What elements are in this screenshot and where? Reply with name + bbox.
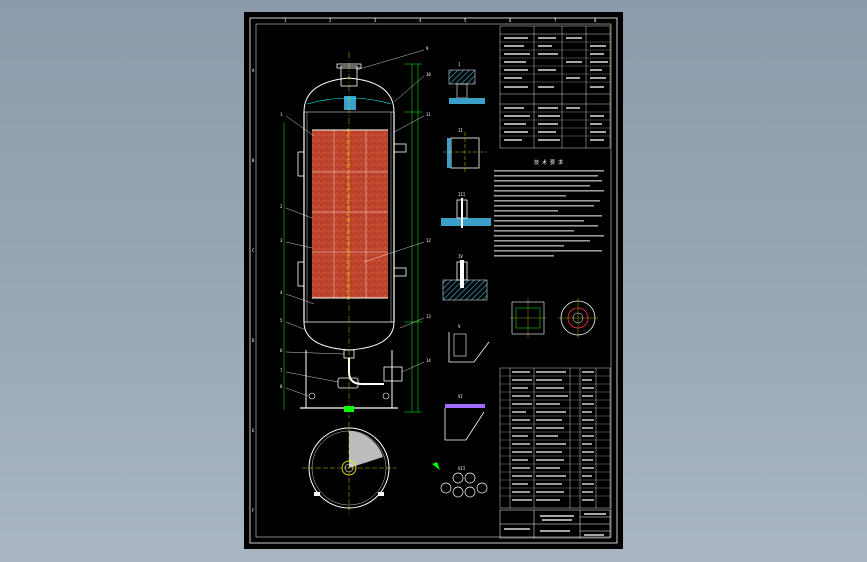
vessel-main-view — [297, 52, 407, 418]
svg-text:14: 14 — [426, 358, 431, 363]
svg-text:I: I — [458, 62, 461, 67]
svg-text:3: 3 — [280, 238, 283, 243]
svg-text:C: C — [252, 248, 255, 253]
svg-text:1: 1 — [280, 112, 283, 117]
svg-text:IV: IV — [458, 254, 463, 259]
plan-view — [302, 422, 396, 514]
detail-labels: I II III IV V VI VII — [458, 62, 466, 471]
svg-text:5: 5 — [464, 18, 467, 23]
svg-text:D: D — [252, 338, 255, 343]
frame-top-numbers: 1 2 3 4 5 6 7 8 — [284, 18, 597, 23]
svg-text:9: 9 — [426, 46, 429, 51]
svg-text:V: V — [458, 324, 461, 329]
bom-text-blocks — [512, 371, 594, 501]
svg-text:7: 7 — [280, 368, 283, 373]
drawing-sheet: 1 2 3 4 5 6 7 8 A B C D E F — [244, 12, 623, 549]
svg-text:III: III — [458, 192, 466, 197]
svg-text:5: 5 — [280, 318, 283, 323]
svg-text:II: II — [458, 128, 463, 133]
svg-text:6: 6 — [280, 348, 283, 353]
title-block — [499, 509, 611, 539]
svg-text:2: 2 — [280, 204, 283, 209]
svg-text:13: 13 — [426, 314, 431, 319]
svg-text:8: 8 — [280, 384, 283, 389]
frame-side-letters: A B C D E F — [252, 68, 255, 513]
svg-text:E: E — [252, 428, 255, 433]
svg-text:10: 10 — [426, 72, 431, 77]
drawing-canvas: 1 2 3 4 5 6 7 8 A B C D E F — [249, 17, 618, 544]
design-data-text-blocks — [504, 37, 608, 141]
detail-views — [432, 69, 491, 498]
callout-numbers: 1 2 3 4 5 6 7 8 9 10 11 12 13 14 — [280, 46, 431, 389]
nozzle-orientation-sketches — [510, 298, 598, 338]
svg-text:VII: VII — [458, 466, 466, 471]
svg-text:A: A — [252, 68, 255, 73]
svg-text:VI: VI — [458, 394, 463, 399]
svg-text:2: 2 — [329, 18, 332, 23]
svg-text:4: 4 — [280, 290, 283, 295]
svg-text:11: 11 — [426, 112, 431, 117]
distributor-block — [344, 96, 356, 110]
title-block-text — [504, 513, 606, 536]
svg-text:1: 1 — [284, 18, 287, 23]
svg-text:3: 3 — [374, 18, 377, 23]
packing-bed — [312, 130, 388, 298]
drawing-frame — [249, 17, 618, 544]
svg-text:6: 6 — [509, 18, 512, 23]
bill-of-materials — [499, 367, 611, 509]
svg-text:F: F — [252, 508, 255, 513]
callout-leaders — [285, 49, 425, 397]
svg-text:12: 12 — [426, 238, 431, 243]
notes-title: 技 术 要 求 — [534, 159, 563, 166]
svg-text:8: 8 — [594, 18, 597, 23]
svg-text:7: 7 — [554, 18, 557, 23]
svg-text:B: B — [252, 158, 255, 163]
dimension-lines — [283, 63, 422, 413]
technical-requirements: 技 术 要 求 — [494, 159, 604, 257]
design-data-table — [499, 25, 611, 149]
svg-text:4: 4 — [419, 18, 422, 23]
